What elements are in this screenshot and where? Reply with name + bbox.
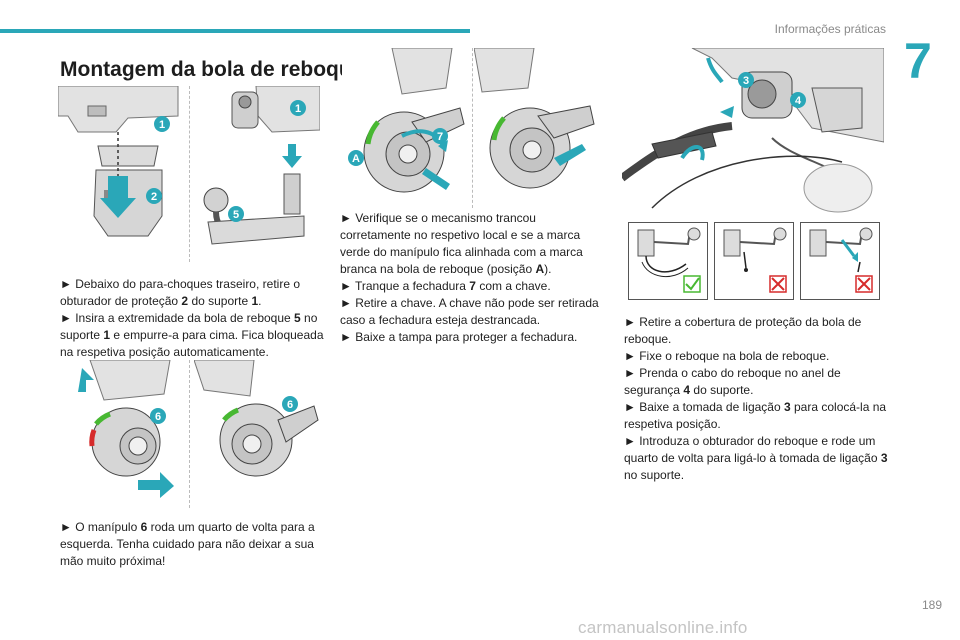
figure-handle-locked: 6 [194, 360, 320, 498]
svg-text:4: 4 [795, 95, 802, 107]
callout-1: 1 [154, 116, 170, 132]
callout-7: 7 [432, 128, 448, 144]
svg-text:A: A [352, 153, 360, 165]
figure-lock-key: A 7 [342, 48, 470, 208]
svg-text:1: 1 [159, 119, 165, 131]
callout-6: 6 [150, 408, 166, 424]
figure-cable-incorrect-2 [800, 222, 880, 300]
instruction-block-1: ► Debaixo do para-choques traseiro, reti… [60, 276, 324, 361]
instruction-step: ► O manípulo 6 roda um quarto de volta p… [60, 520, 315, 568]
header-accent-rule [0, 29, 470, 33]
figure-divider [472, 48, 473, 208]
instruction-step: ► Debaixo do para-choques traseiro, reti… [60, 277, 300, 308]
running-header: Informações práticas [774, 22, 886, 36]
svg-text:6: 6 [155, 411, 161, 423]
figure-cable-incorrect-1 [714, 222, 794, 300]
figure-lock-cover [474, 48, 602, 208]
instruction-step: ► Prenda o cabo do reboque no anel de se… [624, 366, 841, 397]
instruction-step: ► Insira a extremidade da bola de reboqu… [60, 311, 324, 359]
figure-insert-towball: 1 5 [192, 86, 320, 262]
instruction-step: ► Baixe a tampa para proteger a fechadur… [340, 330, 578, 344]
svg-text:7: 7 [437, 131, 443, 143]
instruction-block-3: ► Verifique se o mecanismo trancou corre… [340, 210, 604, 346]
callout-5: 5 [228, 206, 244, 222]
callout-A: A [348, 150, 364, 166]
instruction-step: ► Retire a cobertura de proteção da bola… [624, 315, 862, 346]
figure-handle-rotate: 6 [60, 360, 184, 498]
page-title: Montagem da bola de reboque [60, 58, 364, 81]
figure-divider [189, 86, 190, 262]
page-number: 189 [921, 598, 942, 612]
watermark: carmanualsonline.info [578, 618, 748, 637]
figure-socket-connection: 3 4 [622, 48, 884, 214]
instruction-block-4: ► Retire a cobertura de proteção da bola… [624, 314, 888, 484]
instruction-step: ► Introduza o obturador do reboque e rod… [624, 434, 888, 482]
instruction-step: ► Tranque a fechadura 7 com a chave. [340, 279, 551, 293]
instruction-step: ► Verifique se o mecanismo trancou corre… [340, 211, 583, 276]
figure-divider [189, 360, 190, 508]
chapter-number: 7 [904, 33, 932, 89]
callout-6: 6 [282, 396, 298, 412]
svg-text:6: 6 [287, 399, 293, 411]
instruction-block-2: ► O manípulo 6 roda um quarto de volta p… [60, 519, 324, 570]
instruction-step: ► Fixe o reboque na bola de reboque. [624, 349, 830, 363]
instruction-step: ► Retire a chave. A chave não pode ser r… [340, 296, 599, 327]
callout-1: 1 [290, 100, 306, 116]
instruction-step: ► Baixe a tomada de ligação 3 para coloc… [624, 400, 887, 431]
figure-cable-correct [628, 222, 708, 300]
figure-remove-cap: 1 2 [58, 86, 186, 262]
callout-2: 2 [146, 188, 162, 204]
callout-3: 3 [738, 72, 754, 88]
callout-4: 4 [790, 92, 806, 108]
svg-text:5: 5 [233, 209, 239, 221]
svg-text:2: 2 [151, 191, 157, 203]
svg-text:3: 3 [743, 75, 749, 87]
svg-text:1: 1 [295, 103, 301, 115]
